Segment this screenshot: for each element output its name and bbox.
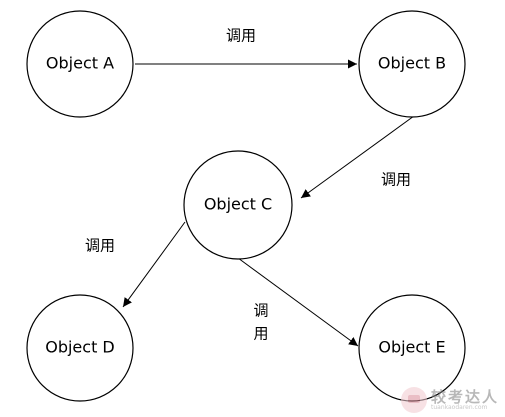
edge-c-to-d: 调用 [85, 221, 186, 308]
node-object-a-circle [26, 10, 134, 118]
edge-a-to-b-label: 调用 [226, 27, 256, 45]
watermark-logo-icon [400, 387, 427, 413]
node-object-d-circle [26, 294, 134, 402]
edge-c-to-e-label-line1: 调 [253, 302, 268, 320]
node-object-d-label: Object D [45, 338, 115, 357]
node-object-c-label: Object C [204, 195, 272, 214]
edge-b-to-c-arrow [300, 115, 415, 199]
node-object-a: Object A [26, 10, 134, 118]
node-object-c-circle [183, 150, 293, 260]
node-object-d: Object D [26, 294, 134, 402]
watermark-title: 较考达人 [430, 387, 499, 406]
watermark-url: tuankaodaren.com [430, 403, 488, 411]
node-object-b-label: Object B [378, 54, 446, 73]
edge-b-to-c: 调用 [300, 115, 415, 199]
edge-a-to-b: 调用 [135, 27, 357, 69]
node-object-e-label: Object E [378, 338, 445, 357]
node-object-b-circle [358, 10, 466, 118]
node-object-c: Object C [183, 150, 293, 260]
node-object-b: Object B [358, 10, 466, 118]
site-watermark: 较考达人 tuankaodaren.com [400, 387, 499, 413]
edge-c-to-d-arrow [122, 221, 186, 308]
edge-c-to-e-label-line2: 用 [253, 325, 268, 343]
edge-c-to-e: 调 用 [237, 257, 359, 347]
node-object-e: Object E [358, 294, 466, 402]
edge-c-to-d-label: 调用 [85, 237, 115, 255]
watermark-text: 较考达人 tuankaodaren.com [430, 387, 499, 411]
edge-b-to-c-label: 调用 [381, 171, 411, 189]
edge-c-to-e-arrow [237, 257, 359, 347]
node-object-a-label: Object A [46, 54, 114, 73]
